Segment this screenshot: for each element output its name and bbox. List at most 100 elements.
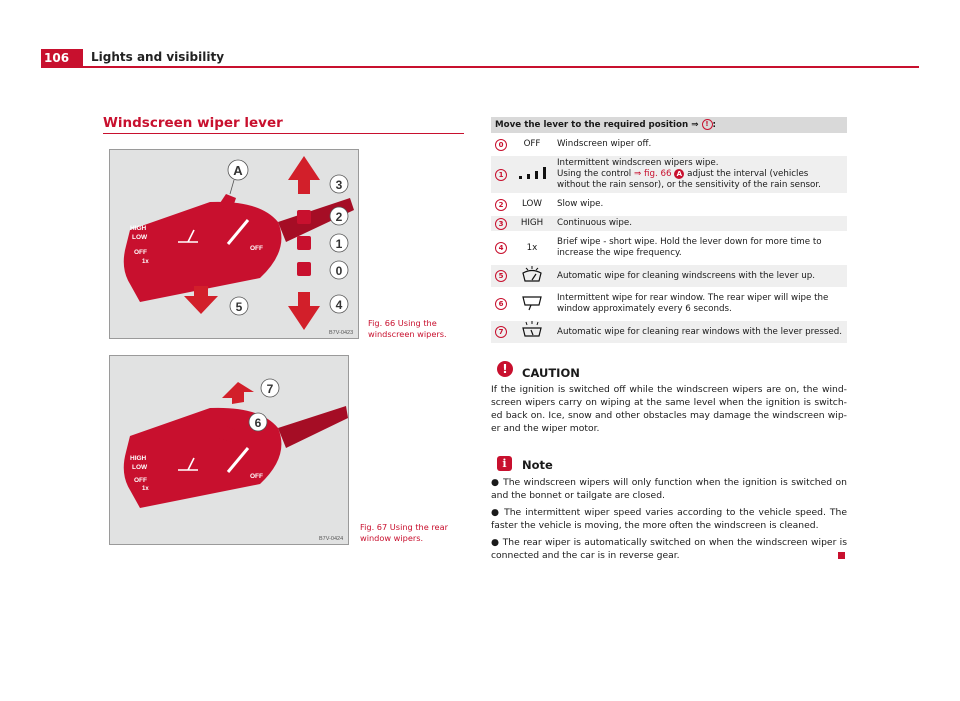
lever-body-shape (123, 407, 282, 508)
position-0-block (297, 262, 311, 276)
callout-5-label: 5 (236, 300, 243, 314)
lever-tip-shape (218, 194, 236, 210)
position-badge: 2 (495, 198, 507, 211)
figure-code: B7V-0424 (319, 536, 343, 542)
lever-arm-shape (278, 406, 348, 448)
table-header: Move the lever to the required position … (491, 117, 847, 135)
bullet-icon: ● (491, 537, 500, 548)
note-item-text: The rear wiper is automatically switched… (491, 537, 847, 562)
description-text: Using the control (557, 169, 634, 179)
position-number: 1 (491, 152, 511, 195)
description-line: Intermittent windscreen wipers wipe. (557, 158, 719, 168)
lever-label-off: OFF (134, 249, 147, 256)
dial-stripe-icon (226, 447, 250, 473)
callout-6-circle (248, 412, 268, 432)
position-badge: 4 (495, 242, 507, 254)
position-badge: 7 (495, 326, 507, 338)
rear-washer-icon (511, 317, 553, 343)
position-2-block (297, 210, 311, 224)
lever-label-high: HIGH (130, 455, 147, 462)
arrow-up-3-shape (288, 156, 320, 194)
caution-text: If the ignition is switched off while th… (491, 384, 847, 435)
callout-4-label: 4 (336, 298, 343, 312)
wiper-symbol-icon (178, 457, 198, 471)
table-row: 3 HIGH Continuous wipe. (491, 212, 847, 233)
position-badge: 3 (495, 217, 507, 230)
position-number: 5 (491, 261, 511, 289)
callout-1-label: 1 (336, 237, 343, 251)
callout-3-label: 3 (336, 178, 343, 192)
note-item: ● The intermittent wiper speed varies ac… (491, 506, 847, 532)
note-item: ● The windscreen wipers will only functi… (491, 476, 847, 502)
callout-5-circle (229, 296, 249, 316)
page-number: 106 (41, 49, 83, 68)
callout-2-label: 2 (336, 210, 343, 224)
position-description: Intermittent wipe for rear window. The r… (553, 287, 847, 319)
caution-title: CAUTION (522, 366, 580, 380)
lever-label-off: OFF (134, 477, 147, 484)
header-title: Lights and visibility (91, 50, 225, 64)
position-badge: 1 (495, 168, 507, 181)
lever-label-1x: 1x (142, 486, 149, 492)
position-description: Automatic wipe for cleaning windscreens … (553, 261, 847, 289)
position-number: 2 (491, 193, 511, 214)
table-header-text: Move the lever to the required position (495, 120, 689, 130)
position-number: 4 (491, 231, 511, 263)
table-row: 1 Intermittent windscreen wipers wipe. U… (491, 152, 847, 195)
position-description: Automatic wipe for cleaning rear windows… (553, 317, 847, 343)
control-a-badge: A (674, 169, 685, 179)
description-text: adjust the interval (vehicles without th… (557, 169, 821, 190)
lever-label-high: HIGH (130, 225, 147, 232)
position-number: 7 (491, 317, 511, 343)
callout-6-label: 6 (255, 416, 262, 430)
callout-a-label: A (233, 163, 243, 178)
position-6-block (214, 412, 238, 424)
arrow-down-4-shape (288, 292, 320, 330)
callout-1-circle (329, 233, 349, 253)
position-symbol: LOW (511, 193, 553, 214)
arrow-down-5-shape (184, 286, 218, 314)
lever-tip-shape (218, 426, 236, 442)
header-rule (41, 66, 919, 68)
note-item-text: The intermittent wiper speed varies acco… (491, 507, 847, 532)
figure-reference-link[interactable]: ⇒ fig. 66 (633, 169, 672, 179)
table-row: 5 Automatic wipe for cleaning windscreen… (491, 261, 847, 289)
callout-0-label: 0 (336, 264, 343, 278)
callout-7-label: 7 (267, 382, 274, 396)
lever-label-low: LOW (132, 464, 148, 471)
callout-4-circle (329, 294, 349, 314)
callout-2-circle (329, 206, 349, 226)
rear-wiper-icon (511, 287, 553, 319)
figure-67-caption: Fig. 67 Using the rear window wipers. (360, 522, 448, 543)
callout-7-circle (260, 378, 280, 398)
position-description: Slow wipe. (553, 193, 847, 214)
figure-66-caption: Fig. 66 Using the windscreen wipers. (368, 318, 447, 339)
table-row: 4 1x Brief wipe - short wipe. Hold the l… (491, 231, 847, 263)
wiper-symbol-icon (178, 229, 198, 243)
position-number: 0 (491, 133, 511, 154)
caution-icon: ! (497, 361, 513, 377)
info-icon: i (497, 456, 512, 471)
position-badge: 6 (495, 298, 507, 310)
position-description: Brief wipe - short wipe. Hold the lever … (553, 231, 847, 263)
position-number: 6 (491, 287, 511, 319)
figure-66-wiper-lever: A 3 2 1 0 5 4 HIGH LOW OFF 1x OFF B7V-04… (109, 149, 359, 339)
lever-label-off-rear: OFF (250, 473, 263, 480)
lever-position-table: Move the lever to the required position … (491, 117, 847, 343)
figure-code: B7V-0423 (329, 330, 353, 336)
section-end-marker (838, 552, 845, 559)
position-symbol: OFF (511, 133, 553, 154)
figure-67-rear-wiper-lever: 7 6 HIGH LOW OFF 1x OFF B7V-0424 (109, 355, 349, 545)
position-description: Windscreen wiper off. (553, 133, 847, 154)
bullet-icon: ● (491, 477, 500, 488)
position-symbol: 1x (511, 231, 553, 263)
note-item: ● The rear wiper is automatically switch… (491, 536, 847, 562)
table-header-suffix: : (712, 120, 717, 130)
callout-3-circle (329, 174, 349, 194)
section-rule (103, 133, 464, 134)
table-row: 6 Intermittent wipe for rear window. The… (491, 287, 847, 319)
bullet-icon: ● (491, 507, 501, 518)
position-badge: 5 (495, 270, 507, 282)
arrow-up-7-shape (222, 382, 254, 404)
note-title: Note (522, 458, 553, 472)
